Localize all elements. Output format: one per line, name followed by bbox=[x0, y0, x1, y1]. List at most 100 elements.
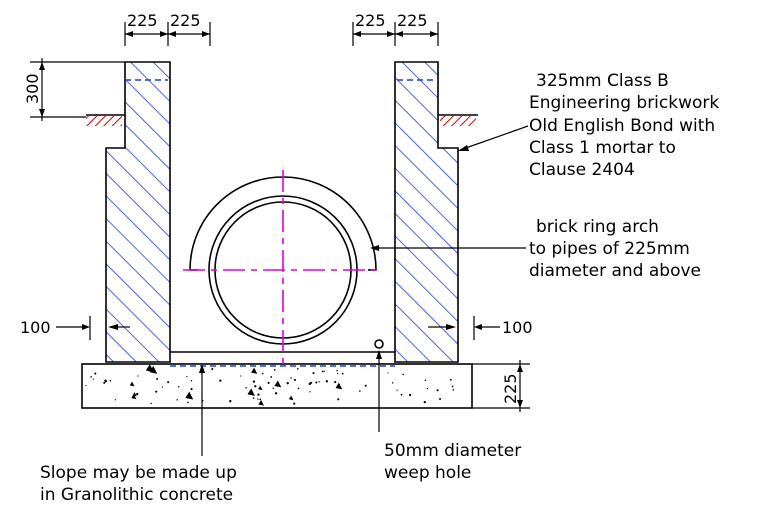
left-wall bbox=[105, 61, 171, 363]
svg-text:brick ring arch: brick ring arch bbox=[536, 217, 659, 237]
svg-text:Slope may be made up: Slope may be made up bbox=[40, 463, 237, 483]
aggregate-dot bbox=[290, 377, 292, 379]
dim-wall-left-outer: 225 bbox=[127, 11, 158, 30]
right-wall bbox=[394, 61, 459, 363]
dim-wall-left-inner: 225 bbox=[170, 11, 201, 30]
aggregate-stone bbox=[288, 395, 294, 401]
top-dimensions bbox=[124, 22, 439, 46]
aggregate-stone bbox=[274, 380, 282, 388]
aggregate-dot bbox=[336, 372, 339, 375]
aggregate-dot bbox=[167, 381, 170, 384]
aggregate-dot bbox=[293, 402, 296, 405]
aggregate-dot bbox=[252, 380, 256, 383]
aggregate-dot bbox=[161, 386, 164, 388]
aggregate-stone bbox=[129, 381, 135, 387]
aggregate-dot bbox=[337, 398, 340, 401]
aggregate-dot bbox=[177, 386, 180, 388]
aggregate-dot bbox=[436, 389, 439, 392]
aggregate-stone bbox=[149, 365, 158, 374]
aggregate-dot bbox=[229, 400, 232, 403]
svg-text:Class 1 mortar to: Class 1 mortar to bbox=[529, 138, 676, 158]
aggregate-dot bbox=[293, 378, 297, 381]
offset-dimensions bbox=[56, 316, 500, 340]
aggregate-dot bbox=[156, 377, 159, 380]
aggregate-dot bbox=[94, 372, 97, 375]
aggregate-stone bbox=[258, 399, 264, 406]
aggregate-dot bbox=[109, 380, 112, 382]
aggregate-dot bbox=[439, 397, 442, 400]
aggregate-dot bbox=[254, 385, 257, 388]
aggregate-dot bbox=[267, 381, 270, 384]
svg-text:325mm Class B: 325mm Class B bbox=[536, 71, 669, 91]
aggregate-dot bbox=[136, 392, 139, 396]
aggregate-dot bbox=[114, 399, 117, 401]
base-dimension bbox=[472, 360, 530, 412]
svg-text:in Granolithic concrete: in Granolithic concrete bbox=[40, 485, 233, 505]
brickwork-note: 325mm Class B Engineering brickwork Old … bbox=[529, 71, 719, 180]
aggregate-dot bbox=[452, 389, 455, 391]
ground-level bbox=[86, 114, 478, 126]
aggregate-dot bbox=[190, 380, 193, 382]
aggregate-dot bbox=[286, 382, 289, 385]
aggregate-stone bbox=[258, 385, 263, 391]
pipe-section bbox=[183, 170, 383, 365]
svg-text:Old English Bond with: Old English Bond with bbox=[529, 116, 715, 136]
concrete-aggregate bbox=[85, 364, 455, 406]
aggregate-stone bbox=[145, 364, 154, 373]
aggregate-dot bbox=[150, 402, 152, 405]
aggregate-dot bbox=[312, 372, 315, 375]
aggregate-dot bbox=[323, 370, 326, 372]
aggregate-stone bbox=[132, 392, 137, 397]
aggregate-dot bbox=[240, 375, 242, 377]
aggregate-dot bbox=[155, 390, 158, 393]
aggregate-dot bbox=[85, 384, 87, 387]
aggregate-dot bbox=[272, 387, 275, 389]
dim-wall-right-inner: 225 bbox=[355, 11, 386, 30]
aggregate-stone bbox=[335, 382, 343, 390]
dim-offset-right: 100 bbox=[502, 318, 533, 337]
svg-text:Engineering brickwork: Engineering brickwork bbox=[529, 93, 719, 113]
dim-wall-right-outer: 225 bbox=[397, 11, 428, 30]
aggregate-dot bbox=[321, 370, 324, 373]
aggregate-dot bbox=[391, 382, 394, 384]
svg-text:50mm diameter: 50mm diameter bbox=[384, 441, 521, 461]
aggregate-dot bbox=[176, 399, 178, 401]
aggregate-dot bbox=[336, 370, 338, 372]
svg-text:to pipes of 225mm: to pipes of 225mm bbox=[529, 239, 690, 259]
aggregate-dot bbox=[274, 392, 278, 395]
dim-base-225: 225 bbox=[501, 373, 520, 404]
aggregate-dot bbox=[103, 381, 106, 384]
aggregate-dot bbox=[426, 387, 429, 390]
aggregate-stone bbox=[247, 388, 255, 396]
aggregate-dot bbox=[408, 393, 412, 397]
aggregate-dot bbox=[402, 373, 404, 376]
aggregate-dot bbox=[325, 380, 329, 383]
aggregate-dot bbox=[400, 393, 403, 396]
aggregate-dot bbox=[137, 375, 139, 377]
aggregate-dot bbox=[257, 393, 260, 396]
aggregate-dot bbox=[90, 376, 92, 378]
aggregate-dot bbox=[270, 376, 273, 378]
aggregate-dot bbox=[424, 379, 427, 382]
aggregate-dot bbox=[341, 372, 344, 375]
aggregate-dot bbox=[297, 368, 299, 370]
aggregate-dot bbox=[211, 367, 214, 371]
leader-lines bbox=[199, 125, 529, 456]
svg-text:Clause 2404: Clause 2404 bbox=[529, 160, 635, 180]
aggregate-dot bbox=[104, 379, 107, 382]
aggregate-dot bbox=[318, 381, 320, 383]
aggregate-dot bbox=[245, 387, 247, 389]
aggregate-dot bbox=[273, 368, 276, 371]
aggregate-stone bbox=[131, 394, 137, 400]
aggregate-dot bbox=[451, 385, 454, 388]
aggregate-dot bbox=[190, 388, 193, 391]
aggregate-stone bbox=[185, 391, 194, 400]
aggregate-dot bbox=[186, 375, 188, 378]
dim-offset-left: 100 bbox=[20, 318, 51, 337]
concrete-base bbox=[81, 363, 473, 409]
aggregate-stone bbox=[251, 367, 258, 374]
aggregate-dot bbox=[187, 401, 189, 404]
aggregate-dot bbox=[315, 381, 318, 384]
